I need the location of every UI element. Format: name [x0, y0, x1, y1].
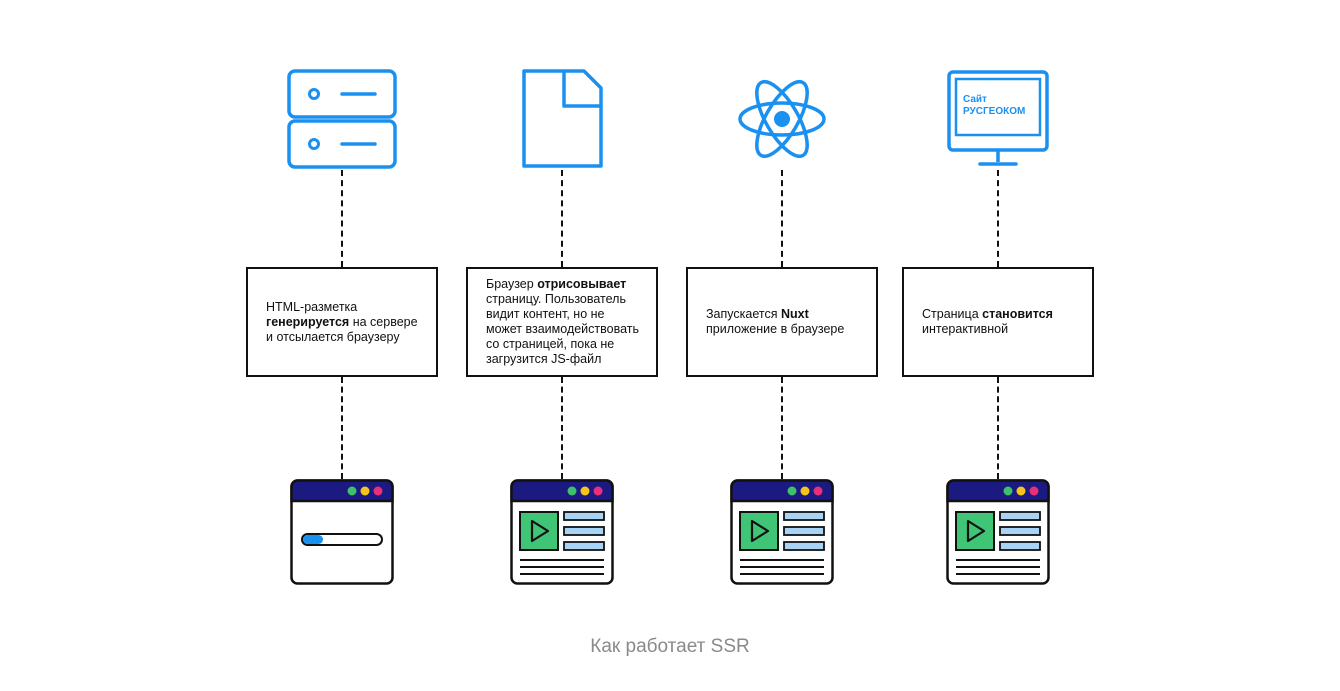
step-caption: Страница становится интерактивной	[902, 267, 1094, 377]
atom-icon	[738, 80, 826, 158]
connector-line	[561, 170, 563, 267]
monitor-icon: Сайт РУСГЕОКОМ	[947, 70, 1049, 166]
monitor-label-line2: РУСГЕОКОМ	[963, 106, 1025, 117]
connector-line	[781, 377, 783, 479]
browser-window-content	[946, 479, 1050, 585]
connector-line	[781, 170, 783, 267]
step-caption: HTML-разметка генерируется на сервере и …	[246, 267, 438, 377]
step-column-2: Браузер отрисовывает страницу. Пользоват…	[462, 0, 662, 600]
connector-line	[997, 170, 999, 267]
monitor-label-line1: Сайт	[963, 94, 987, 105]
step-text: Браузер отрисовывает страницу. Пользоват…	[486, 277, 640, 366]
browser-window-loading	[290, 479, 394, 585]
browser-window-content	[730, 479, 834, 585]
step-caption: Браузер отрисовывает страницу. Пользоват…	[466, 267, 658, 377]
file-icon	[522, 69, 603, 168]
step-text: Страница становится интерактивной	[922, 307, 1053, 336]
server-icon	[287, 69, 397, 169]
step-column-1: HTML-разметка генерируется на сервере и …	[242, 0, 442, 600]
connector-line	[561, 377, 563, 479]
diagram-caption: Как работает SSR	[590, 636, 750, 657]
browser-window-content	[510, 479, 614, 585]
connector-line	[341, 377, 343, 479]
connector-line	[997, 377, 999, 479]
step-column-3: Запускается Nuxt приложение в браузере	[682, 0, 882, 600]
connector-line	[341, 170, 343, 267]
step-column-4: Сайт РУСГЕОКОМ Страница становится интер…	[898, 0, 1098, 600]
step-caption: Запускается Nuxt приложение в браузере	[686, 267, 878, 377]
step-text: Запускается Nuxt приложение в браузере	[706, 307, 845, 336]
step-text: HTML-разметка генерируется на сервере и …	[266, 299, 418, 344]
